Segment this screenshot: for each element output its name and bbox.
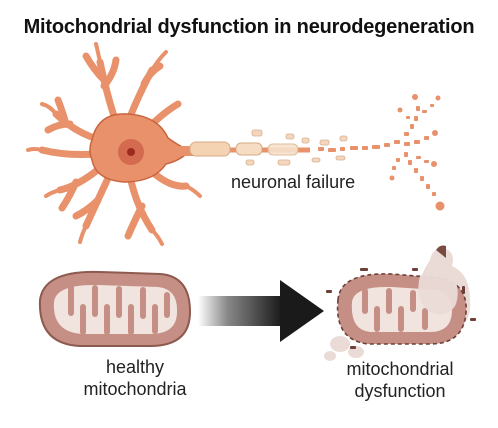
figure-title: Mitochondrial dysfunction in neurodegene… [23, 16, 475, 38]
myelin-sheath [189, 141, 231, 157]
healthy-mitochondrion [38, 270, 192, 347]
label-line: mitochondria [83, 379, 187, 399]
healthy-mitochondria-label: healthy mitochondria [60, 356, 210, 400]
cristae [68, 284, 170, 335]
membrane-debris [326, 268, 476, 349]
neuron [26, 42, 202, 246]
mitochondrial-dysfunction-label: mitochondrial dysfunction [325, 358, 475, 402]
nucleolus [127, 148, 135, 156]
myelin-sheath [267, 143, 299, 156]
axon-fragments [318, 94, 445, 211]
axon [189, 94, 445, 211]
dendrite-tips [26, 42, 202, 246]
transition-arrow [198, 280, 324, 342]
neuronal-failure-label: neuronal failure [231, 172, 356, 192]
dysfunctional-mitochondrion [324, 245, 476, 361]
label-line: healthy [105, 357, 165, 377]
myelin-sheath [235, 142, 263, 156]
label-line: mitochondrial [346, 359, 454, 379]
myelin-fragments [245, 129, 348, 166]
damaged-cristae [362, 288, 428, 332]
label-line: dysfunction [354, 381, 446, 401]
